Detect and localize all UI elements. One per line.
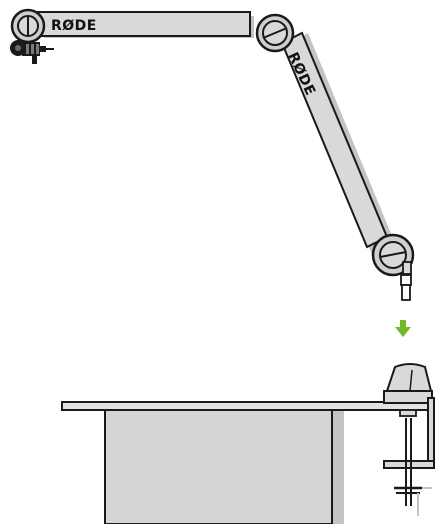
top-right-hub (255, 13, 295, 53)
mic-mount (10, 40, 54, 64)
arrow-down-icon (395, 320, 411, 337)
left-hub (10, 8, 46, 44)
mounting-post (400, 274, 412, 301)
lower-hub (371, 233, 415, 277)
brand-label-upper: RØDE (51, 18, 97, 34)
desk (61, 401, 431, 524)
desk-clamp (383, 363, 435, 516)
diagonal-arm: RØDE (280, 31, 395, 257)
upper-arm: RØDE (37, 11, 254, 38)
